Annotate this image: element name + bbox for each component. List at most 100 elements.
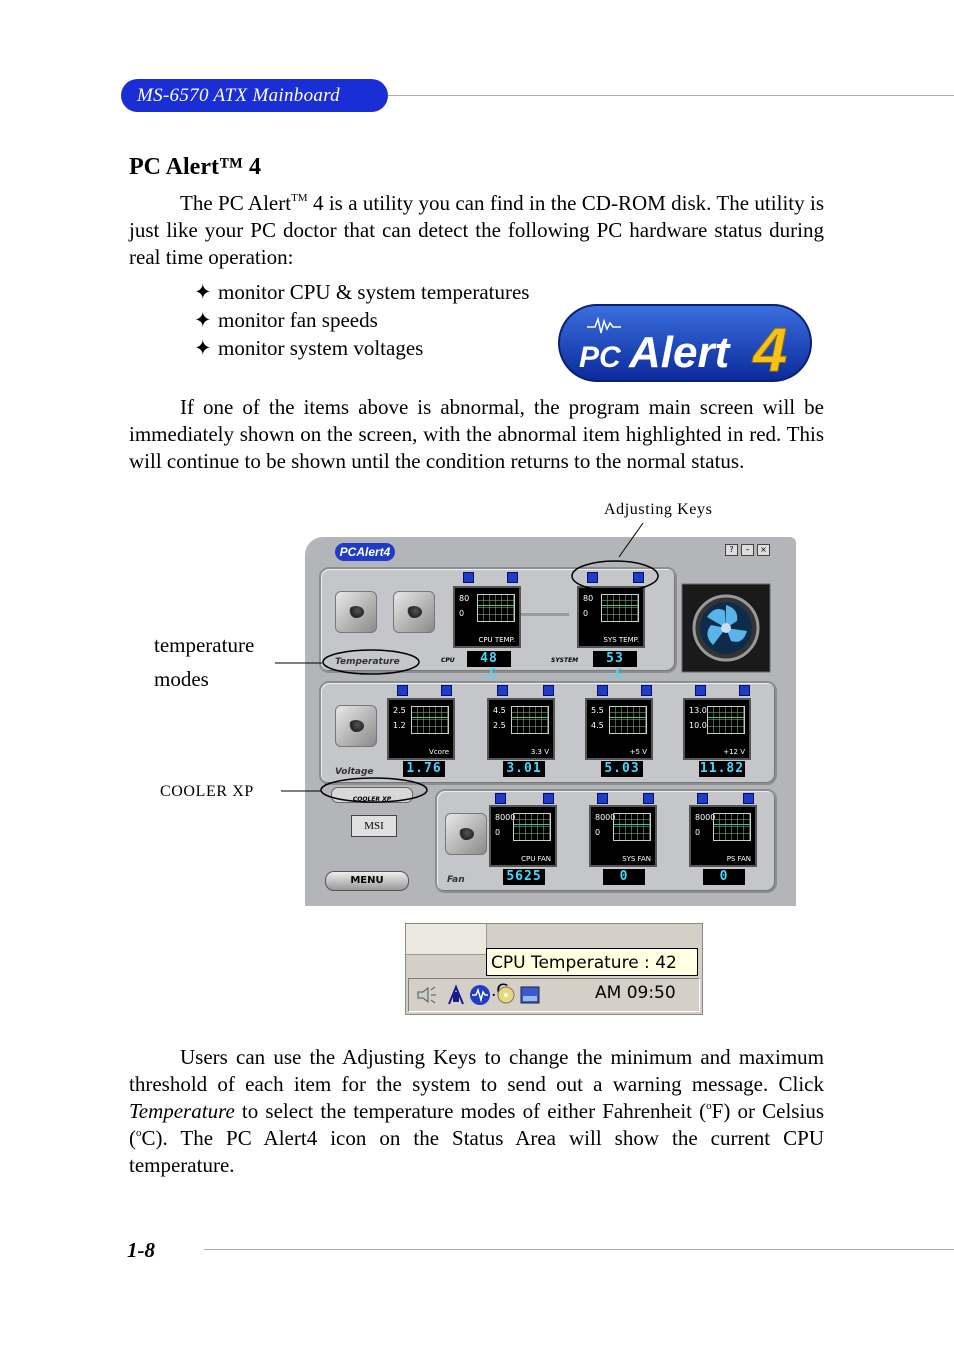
window-edge — [406, 924, 487, 955]
sys-temp-readout: 53 .C — [593, 651, 637, 682]
sys-fan-readout: 0 — [603, 869, 645, 885]
mode-knob-icon[interactable] — [335, 591, 377, 633]
pc-alert-tray-icon[interactable] — [469, 984, 491, 1006]
adjust-key-up[interactable] — [597, 793, 608, 804]
graph — [601, 594, 639, 622]
network-icon[interactable] — [445, 984, 467, 1006]
pc-alert-logo: PC Alert 4 — [558, 304, 812, 383]
graph — [707, 706, 745, 734]
adjust-key-down[interactable] — [507, 572, 518, 583]
adjust-key-down[interactable] — [641, 685, 652, 696]
adjust-key-up[interactable] — [587, 572, 598, 583]
adjust-key-down[interactable] — [543, 685, 554, 696]
close-button[interactable]: × — [757, 544, 770, 556]
adjust-key-down[interactable] — [643, 793, 654, 804]
adjusting-keys-label: Adjusting Keys — [604, 501, 713, 518]
bullet-icon: ✦ — [194, 308, 212, 332]
help-button[interactable]: ? — [725, 544, 738, 556]
svg-text:4: 4 — [751, 316, 787, 383]
divider — [521, 613, 569, 616]
adjust-key-up[interactable] — [463, 572, 474, 583]
graph — [477, 594, 515, 622]
status-area: AM 09:50 — [408, 978, 700, 1012]
svg-text:Alert: Alert — [628, 328, 732, 377]
graph — [713, 813, 751, 841]
list-item: ✦monitor system voltages — [194, 336, 424, 360]
adjust-key-down[interactable] — [633, 572, 644, 583]
fan-label: Fan — [447, 875, 465, 885]
graph — [513, 813, 551, 841]
section-title: PC Alert™ 4 — [129, 154, 261, 180]
footer-rule — [204, 1249, 954, 1250]
adjust-key-down[interactable] — [743, 793, 754, 804]
speaker-icon[interactable] — [415, 984, 437, 1006]
graph — [411, 706, 449, 734]
minimize-button[interactable]: – — [741, 544, 754, 556]
graph — [609, 706, 647, 734]
msi-logo: MSI — [351, 815, 397, 837]
adjusting-keys-paragraph: Users can use the Adjusting Keys to chan… — [129, 1045, 824, 1177]
adjust-key-up[interactable] — [397, 685, 408, 696]
temperature-modes-label-1: temperature — [154, 633, 255, 657]
adjust-key-up[interactable] — [497, 685, 508, 696]
graph — [613, 813, 651, 841]
cpu-temp-tooltip: CPU Temperature : 42 .C — [486, 948, 698, 1001]
list-item: ✦monitor CPU & system temperatures — [194, 280, 530, 304]
svg-text:PC: PC — [579, 341, 622, 374]
bullet-icon: ✦ — [194, 336, 212, 360]
list-item: ✦monitor fan speeds — [194, 308, 378, 332]
graph — [511, 706, 549, 734]
page-number: 1-8 — [127, 1238, 155, 1262]
mode-knob-icon[interactable] — [445, 813, 487, 855]
fan-graphic-icon — [681, 583, 771, 673]
adjust-key-down[interactable] — [739, 685, 750, 696]
adjust-key-down[interactable] — [441, 685, 452, 696]
system-label: SYSTEM — [551, 657, 579, 664]
mode-knob-icon[interactable] — [393, 591, 435, 633]
ps-fan-readout: 0 — [703, 869, 745, 885]
running-header: MS-6570 ATX Mainboard — [121, 79, 388, 112]
adjust-key-down[interactable] — [543, 793, 554, 804]
cooler-xp-label: COOLER XP — [160, 783, 254, 800]
voltage-label: Voltage — [335, 767, 374, 777]
adjust-key-up[interactable] — [697, 793, 708, 804]
feature-list: ✦monitor CPU & system temperatures ✦moni… — [194, 278, 529, 362]
cpu-temp-readout: 48 .C — [467, 651, 511, 682]
vcore-readout: 1.76 — [403, 761, 445, 777]
v5-readout: 5.03 — [601, 761, 643, 777]
temperature-button[interactable]: Temperature — [335, 657, 400, 667]
system-tray-screenshot: CPU Temperature : 42 .C AM 09:50 — [405, 923, 703, 1015]
app-tray-icon[interactable] — [519, 984, 541, 1006]
cpu-fan-readout: 5625 — [503, 869, 545, 885]
v33-readout: 3.01 — [503, 761, 545, 777]
intro-paragraph: The PC AlertTM 4 is a utility you can fi… — [129, 191, 824, 269]
abnormal-paragraph: If one of the items above is abnormal, t… — [129, 395, 824, 473]
mode-knob-icon[interactable] — [335, 705, 377, 747]
cd-icon[interactable] — [495, 984, 517, 1006]
clock: AM 09:50 — [595, 983, 676, 1003]
temperature-modes-label-2: modes — [154, 667, 209, 691]
header-rule — [388, 95, 954, 96]
adjust-key-up[interactable] — [495, 793, 506, 804]
v12-readout: 11.82 — [699, 761, 745, 777]
cpu-label: CPU — [441, 657, 455, 664]
menu-button[interactable]: MENU — [325, 871, 409, 891]
adjust-key-up[interactable] — [597, 685, 608, 696]
app-logo: PCAlert4 — [335, 543, 395, 561]
adjust-key-up[interactable] — [695, 685, 706, 696]
bullet-icon: ✦ — [194, 280, 212, 304]
